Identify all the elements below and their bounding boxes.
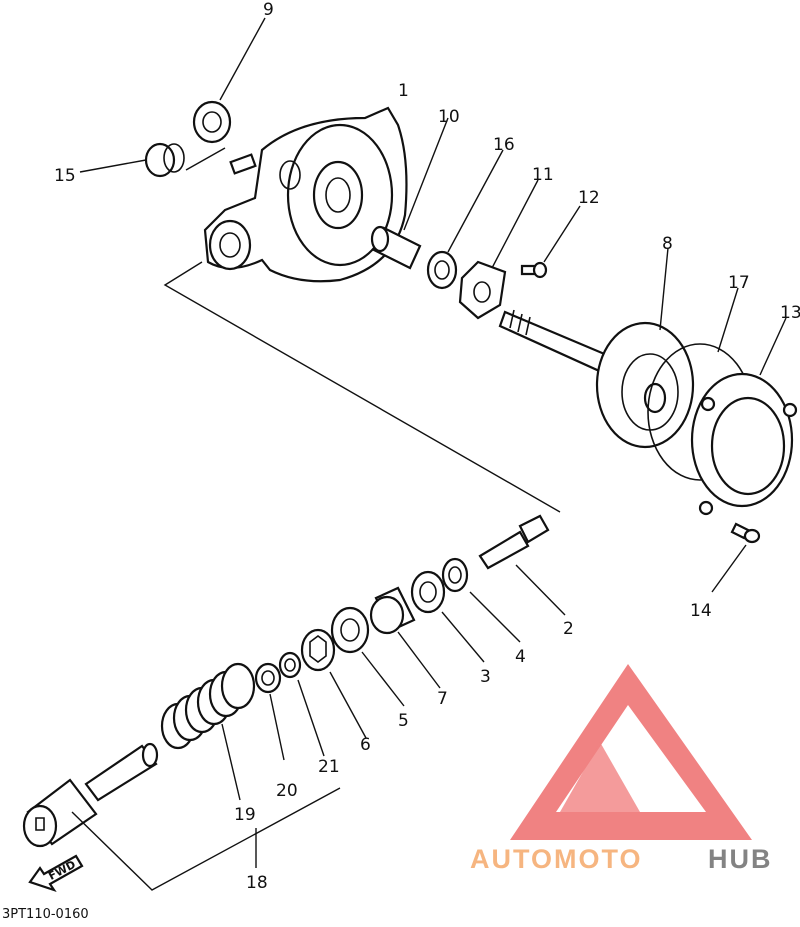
- leader-11: [491, 179, 539, 269]
- leader-4: [469, 591, 521, 643]
- label-3: 3: [480, 667, 491, 687]
- leader-15: [79, 159, 147, 173]
- bearing-3: [410, 570, 446, 614]
- leader-20: [269, 693, 285, 761]
- oil-seal-9: [192, 100, 232, 144]
- bearing-5: [330, 606, 370, 654]
- fwd-label: FWD: [46, 858, 78, 883]
- label-6: 6: [360, 735, 371, 755]
- leader-19: [221, 723, 241, 801]
- label-11: 11: [532, 165, 554, 185]
- label-13: 13: [780, 303, 800, 323]
- washer-20: [254, 662, 282, 694]
- washer-4: [441, 557, 469, 593]
- bearing-16: [426, 250, 458, 290]
- collar-10: [370, 225, 422, 270]
- leader-10: [403, 117, 449, 231]
- leader-2: [515, 564, 566, 616]
- label-9: 9: [263, 0, 274, 20]
- cover-13: [690, 372, 798, 516]
- nut-6: [300, 628, 336, 672]
- gear-housing: [203, 106, 408, 283]
- circlip-21: [278, 651, 302, 679]
- plate-11: [458, 260, 507, 320]
- drive-shaft: [498, 309, 616, 376]
- label-4: 4: [515, 647, 526, 667]
- logo-text-orange: AUTOMOTO: [470, 844, 643, 874]
- slider-18: [22, 742, 159, 848]
- label-7: 7: [437, 689, 448, 709]
- watermark-logo: AUTOMOTO HUB: [470, 664, 773, 874]
- bolt-12: [520, 261, 548, 279]
- label-5: 5: [398, 711, 409, 731]
- label-14: 14: [690, 601, 712, 621]
- fwd-arrow-icon: FWD: [28, 854, 84, 893]
- label-20: 20: [276, 781, 298, 801]
- label-1: 1: [398, 81, 409, 101]
- leader-8: [659, 247, 669, 331]
- assembly-bracket-upper: [163, 261, 561, 513]
- logo-text-gray: HUB: [708, 844, 773, 874]
- bearing-15: [144, 142, 185, 178]
- spring-19: [160, 662, 256, 750]
- leader-9: [219, 17, 266, 101]
- label-2: 2: [563, 619, 574, 639]
- label-19: 19: [234, 805, 256, 825]
- label-17: 17: [728, 273, 750, 293]
- diagram-code: 3PT110-0160: [2, 907, 89, 922]
- leader-5: [361, 651, 405, 707]
- gear-8: [595, 321, 695, 449]
- leader-6: [329, 671, 367, 739]
- leader-7: [397, 631, 441, 689]
- collar-7: [369, 586, 416, 635]
- bracket-18: [71, 787, 341, 891]
- label-21: 21: [318, 757, 340, 777]
- label-18: 18: [246, 873, 268, 893]
- label-16: 16: [493, 135, 515, 155]
- logo-mark: [560, 742, 640, 812]
- label-8: 8: [662, 234, 673, 254]
- leader-21: [297, 679, 325, 757]
- label-10: 10: [438, 107, 460, 127]
- label-12: 12: [578, 188, 600, 208]
- leader-3: [441, 611, 485, 663]
- pinion-shaft-2: [478, 514, 550, 570]
- leader-17: [717, 287, 739, 353]
- label-15: 15: [54, 166, 76, 186]
- bolt-14: [730, 522, 761, 544]
- leader-14: [711, 544, 747, 593]
- leader-13: [759, 317, 787, 376]
- logo-triangle: [510, 664, 752, 840]
- leader-12: [543, 205, 581, 263]
- link-15: [185, 147, 226, 171]
- leader-16: [447, 149, 504, 253]
